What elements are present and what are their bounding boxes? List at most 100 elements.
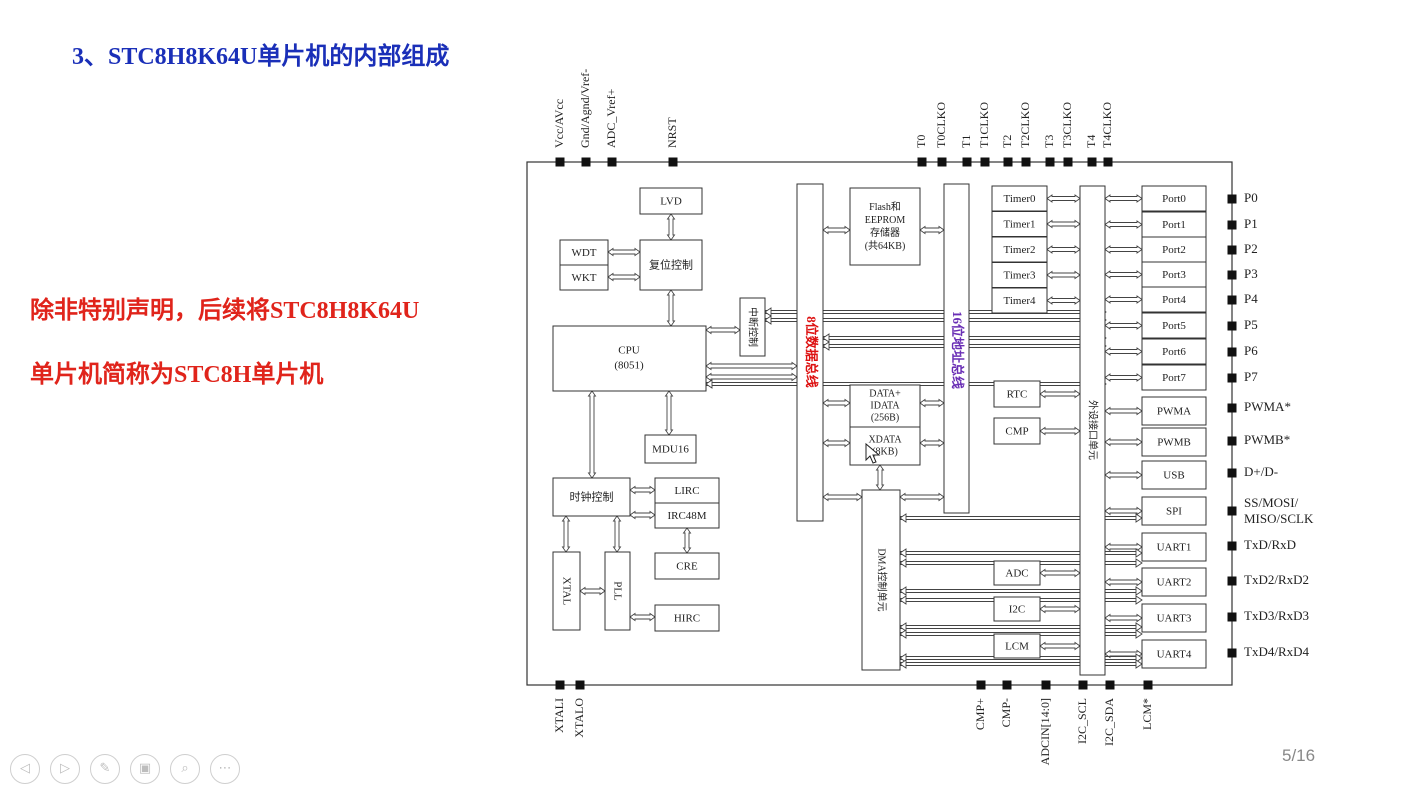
port-block: [1141, 286, 1207, 313]
bus-data-arrow: [822, 398, 851, 408]
timer-block: [991, 262, 1048, 288]
clock-pll-arrow: [612, 515, 622, 553]
bus-dma-arrow: [822, 492, 863, 502]
irc48m-block: [654, 502, 720, 529]
arrow-head: [822, 341, 830, 351]
arrow-shape: [1039, 604, 1081, 614]
arrow-shape: [1104, 437, 1143, 447]
right-pin-label: TxD/RxD: [1244, 537, 1296, 552]
data-bus-label: 8位数据总线: [804, 316, 819, 388]
arrow-head: [1135, 548, 1143, 558]
right-pin: [1227, 648, 1237, 658]
mdu16-block-label: MDU16: [652, 444, 689, 456]
next-icon[interactable]: ▷: [50, 754, 80, 784]
arrow-shape: [822, 398, 851, 408]
arrow-head: [899, 653, 907, 663]
lcm-block-label: LCM: [1005, 641, 1029, 653]
cmp-arrow: [1039, 426, 1081, 436]
arrow-shape: [919, 438, 945, 448]
port-block-label: Port1: [1162, 219, 1186, 231]
top-pin: [1087, 157, 1097, 167]
flash-block: [849, 187, 921, 266]
port-block-label: Port0: [1162, 193, 1186, 205]
arrow-head: [899, 513, 907, 523]
flash-addr-arrow: [919, 225, 945, 235]
arrow-shape: [1039, 568, 1081, 578]
chip-outline: [526, 161, 1233, 686]
top-pin: [937, 157, 947, 167]
arrow-head: [1135, 595, 1143, 605]
wkt-block: [559, 264, 609, 291]
top-pin: [1063, 157, 1073, 167]
right-pin-label: D+/D-: [1244, 464, 1278, 479]
peripheral-block: [1141, 496, 1207, 526]
arrow-head: [899, 558, 907, 568]
interrupt-label: 中断控制: [747, 307, 760, 347]
arrow-shape: [822, 438, 851, 448]
timer-block-label: Timer3: [1004, 270, 1036, 282]
port-arrow: [1104, 347, 1143, 356]
right-pin: [1227, 403, 1237, 413]
arrow-head: [899, 586, 907, 596]
timer-block-label: Timer1: [1004, 219, 1036, 231]
arrow-shape: [919, 225, 945, 235]
i2c-block-label: I2C: [1009, 604, 1026, 616]
dma-line: [899, 586, 1143, 596]
interrupt-control-block: [739, 297, 766, 357]
xtal-block: [552, 551, 581, 631]
port-arrow: [1104, 295, 1143, 304]
top-pin: [668, 157, 678, 167]
arrow-shape: [919, 398, 945, 408]
peripheral-arrow: [1104, 506, 1143, 516]
arrow-head: [899, 629, 907, 639]
arrow-shape: [1046, 296, 1081, 305]
more-icon[interactable]: ⋯: [210, 754, 240, 784]
right-pin-label: TxD4/RxD4: [1244, 644, 1310, 659]
arrow-shape: [561, 515, 571, 553]
arrow-shape: [1104, 613, 1143, 623]
bus-xdata-arrow: [822, 438, 851, 448]
arrow-shape: [664, 390, 674, 436]
port-arrow: [1104, 373, 1143, 382]
top-pin-label: Vcc/AVcc: [552, 99, 566, 148]
peripheral-block: [1141, 427, 1207, 457]
timer-arrow: [1046, 194, 1081, 203]
arrow-shape: [1104, 245, 1143, 254]
arrow-shape: [1039, 389, 1081, 399]
arrow-shape: [899, 492, 945, 502]
clock-control-block: [552, 477, 631, 517]
right-pin: [1227, 347, 1237, 357]
wdt-block: [559, 239, 609, 266]
xdata-addr-arrow: [919, 438, 945, 448]
peripheral-block: [1141, 396, 1207, 426]
arrow-shape: [1104, 470, 1143, 480]
timer-arrow: [1046, 270, 1081, 280]
top-pin: [1021, 157, 1031, 167]
clock-irc-arrow: [629, 510, 656, 520]
dma-block: [861, 489, 901, 671]
peripheral-block-label: UART4: [1157, 649, 1192, 661]
zoom-icon[interactable]: ⌕: [170, 754, 200, 784]
arrow-shape: [822, 492, 863, 502]
page-title: 3、STC8H8K64U单片机的内部组成: [72, 44, 450, 70]
top-pin: [555, 157, 565, 167]
right-pin-label: TxD2/RxD2: [1244, 572, 1309, 587]
dma-addr-arrow: [899, 492, 945, 502]
pen-icon[interactable]: ✎: [90, 754, 120, 784]
hirc-block: [654, 604, 720, 632]
prev-icon[interactable]: ◁: [10, 754, 40, 784]
arrow-head: [1135, 558, 1143, 568]
arrow-shape: [705, 361, 798, 371]
arrow-shape: [607, 272, 641, 282]
port-block: [1141, 211, 1207, 238]
cmp-block-label: CMP: [1005, 426, 1028, 438]
cre-block-label: CRE: [676, 561, 698, 573]
timer-arrow: [1046, 296, 1081, 305]
lcm-block: [993, 633, 1041, 659]
top-pin-label: T3CLKO: [1060, 102, 1074, 148]
note-line-1: 除非特别声明，后续将STC8H8K64U: [30, 298, 420, 324]
arrow-shape: [629, 612, 656, 622]
slides-icon[interactable]: ▣: [130, 754, 160, 784]
wkt-block-label: WKT: [571, 272, 596, 284]
arrow-head: [899, 595, 907, 605]
